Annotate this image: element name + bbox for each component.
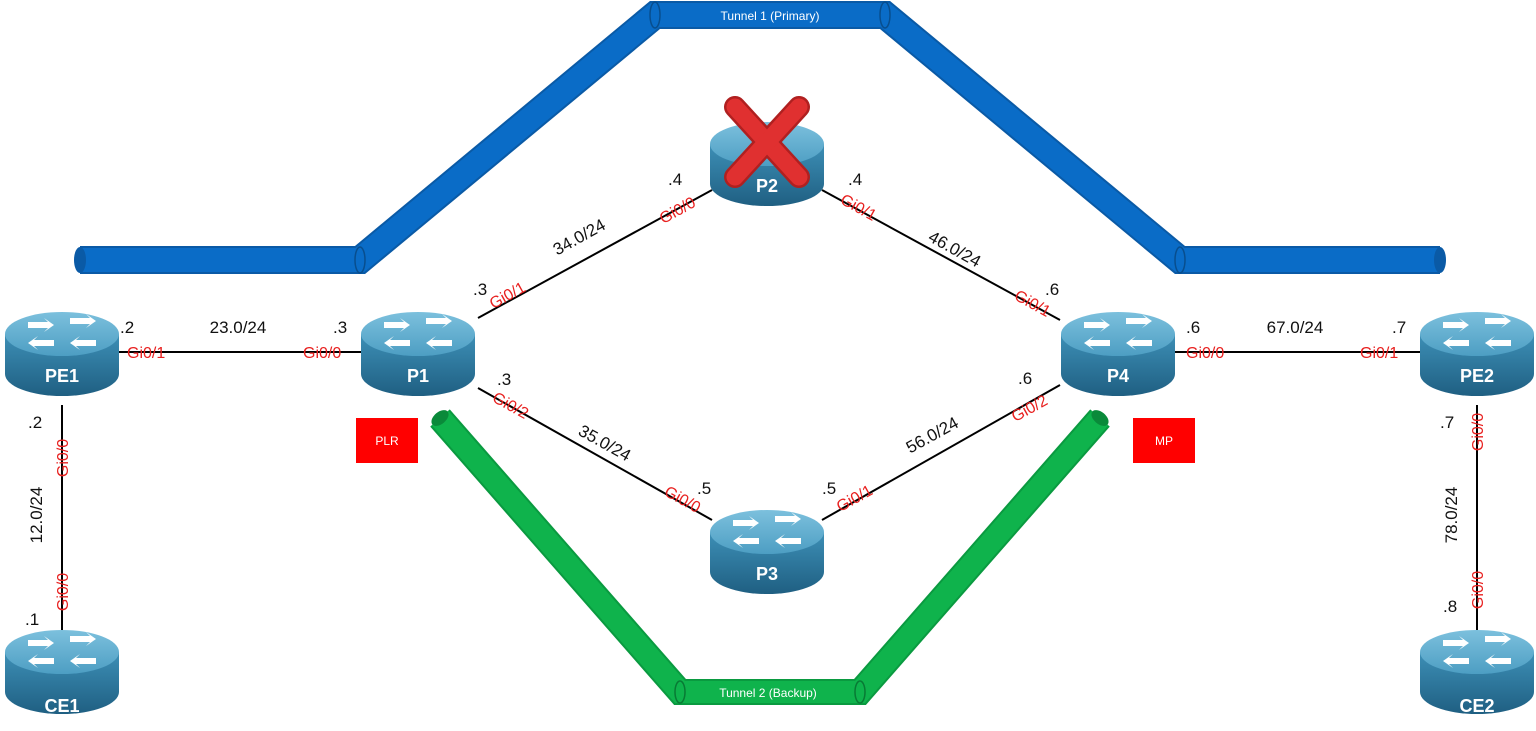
tunnel-primary-label: Tunnel 1 (Primary) — [721, 9, 820, 23]
p3-p4-p4-if: Gi0/2 — [1009, 392, 1051, 425]
router-arrows-icon — [1443, 314, 1511, 350]
router-label-p4: P4 — [1107, 366, 1129, 386]
p4-pe2-pe2-ip: .7 — [1392, 318, 1406, 337]
router-arrows-icon — [384, 314, 452, 350]
router-p4[interactable]: P4 — [1061, 312, 1175, 396]
router-ce2[interactable]: CE2 — [1420, 630, 1534, 716]
router-pe1[interactable]: PE1 — [5, 312, 119, 396]
pe1-p1-p1-ip: .3 — [333, 318, 347, 337]
p3-p4-p4-ip: .6 — [1018, 369, 1032, 388]
p3-p4-net: 56.0/24 — [903, 413, 962, 457]
mp-badge: MP — [1133, 418, 1195, 463]
p2-p4-p2-if: Gi0/1 — [837, 191, 879, 224]
link-p3-p4 — [821, 384, 1061, 521]
p3-p4-p3-if: Gi0/1 — [834, 482, 876, 515]
pe2-ce2-ce2-ip: .8 — [1443, 597, 1457, 616]
p4-pe2-p4-if: Gi0/0 — [1186, 345, 1224, 362]
router-arrows-icon — [1443, 632, 1511, 668]
p1-p2-net: 34.0/24 — [550, 215, 609, 259]
router-arrows-icon — [28, 632, 96, 668]
router-label-p3: P3 — [756, 564, 778, 584]
pe2-ce2-net: 78.0/24 — [1442, 487, 1461, 544]
pe2-ce2-pe2-if: Gi0/0 — [1470, 413, 1487, 451]
tunnel-primary: Tunnel 1 (Primary) — [74, 0, 1446, 274]
link-p1-p2 — [477, 189, 713, 319]
router-label-p2: P2 — [756, 176, 778, 196]
p2-p4-p4-ip: .6 — [1045, 280, 1059, 299]
pe1-ce1-pe1-if: Gi0/0 — [55, 439, 72, 477]
pe1-ce1-ce1-ip: .1 — [25, 610, 39, 629]
mp-badge-label: MP — [1155, 434, 1173, 448]
router-p2[interactable]: P2 — [710, 96, 824, 206]
pe1-p1-pe1-if: Gi0/1 — [127, 345, 165, 362]
p1-p3-p3-ip: .5 — [697, 479, 711, 498]
pe2-ce2-pe2-ip: .7 — [1440, 413, 1454, 432]
pe2-ce2-ce2-if: Gi0/0 — [1470, 571, 1487, 609]
p2-p4-net: 46.0/24 — [925, 227, 984, 271]
link-p2-p4 — [821, 189, 1061, 321]
p4-pe2-p4-ip: .6 — [1186, 318, 1200, 337]
router-p1[interactable]: P1 — [361, 312, 475, 396]
pe1-p1-pe1-ip: .2 — [120, 318, 134, 337]
p4-pe2-net: 67.0/24 — [1267, 318, 1324, 337]
pe1-ce1-ce1-if: Gi0/0 — [55, 573, 72, 611]
router-pe2[interactable]: PE2 — [1420, 312, 1534, 396]
p4-pe2-pe2-if: Gi0/1 — [1360, 345, 1398, 362]
pe1-p1-p1-if: Gi0/0 — [303, 345, 341, 362]
pe1-p1-net: 23.0/24 — [210, 318, 267, 337]
p3-p4-p3-ip: .5 — [822, 479, 836, 498]
p1-p3-p1-ip: .3 — [497, 370, 511, 389]
link-p1-p3 — [477, 387, 713, 521]
router-p3[interactable]: P3 — [710, 510, 824, 594]
p1-p2-p1-ip: .3 — [473, 280, 487, 299]
router-ce1[interactable]: CE1 — [5, 630, 119, 716]
router-label-pe1: PE1 — [45, 366, 79, 386]
router-label-pe2: PE2 — [1460, 366, 1494, 386]
p1-p3-p1-if: Gi0/2 — [489, 389, 531, 422]
router-arrows-icon — [1084, 314, 1152, 350]
tunnel-backup: Tunnel 2 (Backup) — [430, 409, 1110, 705]
router-arrows-icon — [733, 512, 801, 548]
router-arrows-icon — [28, 314, 96, 350]
p1-p2-p2-if: Gi0/0 — [657, 194, 699, 227]
router-label-p1: P1 — [407, 366, 429, 386]
pe1-ce1-pe1-ip: .2 — [28, 413, 42, 432]
p1-p2-p1-if: Gi0/1 — [487, 279, 529, 312]
plr-badge-label: PLR — [375, 434, 399, 448]
pe1-ce1-net: 12.0/24 — [27, 487, 46, 544]
router-label-ce2: CE2 — [1459, 696, 1494, 716]
tunnel-backup-label: Tunnel 2 (Backup) — [719, 686, 817, 700]
p1-p2-p2-ip: .4 — [668, 170, 682, 189]
plr-badge: PLR — [356, 418, 418, 463]
p2-p4-p2-ip: .4 — [848, 170, 862, 189]
router-label-ce1: CE1 — [44, 696, 79, 716]
red-x-icon — [724, 96, 810, 188]
